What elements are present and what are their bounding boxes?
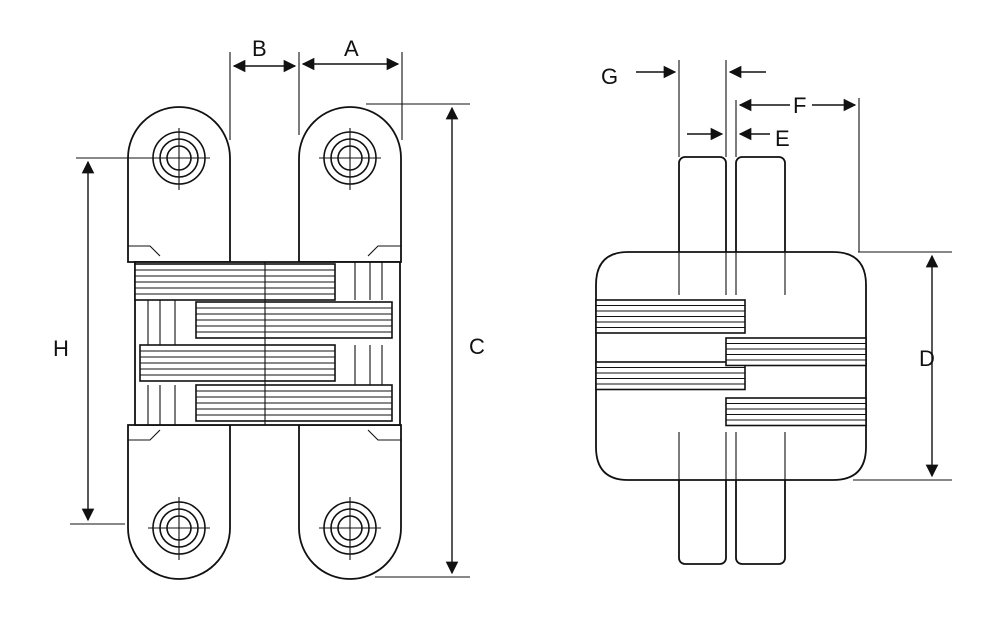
label-c: C: [469, 334, 485, 359]
label-a: A: [344, 36, 359, 61]
dimension-d: D: [853, 251, 952, 481]
dimension-a: A: [298, 36, 403, 140]
side-link-plate: [595, 299, 746, 334]
screw-hole-top-right: [319, 128, 381, 190]
link-plate: [195, 384, 393, 422]
dimension-h: H: [53, 157, 155, 525]
label-e: E: [775, 126, 790, 151]
side-link-bands: [595, 299, 867, 427]
hinge-link-body: [134, 261, 401, 426]
screw-hole-bottom-left: [148, 497, 210, 560]
label-h: H: [53, 336, 69, 361]
link-plate: [139, 344, 336, 382]
screw-hole-top-left: [148, 128, 210, 190]
dimension-c: C: [366, 103, 485, 578]
side-link-plate: [725, 337, 867, 367]
link-plate: [134, 263, 336, 301]
dimension-e: E: [687, 100, 790, 157]
label-g: G: [601, 64, 618, 89]
link-plate: [195, 301, 393, 339]
dimension-f: F: [738, 93, 860, 252]
label-f: F: [793, 93, 806, 118]
screw-hole-bottom-right: [319, 497, 381, 560]
side-link-plate: [725, 397, 867, 427]
front-view: A B C H: [53, 36, 485, 580]
side-link-plate: [595, 361, 746, 391]
label-b: B: [252, 36, 267, 61]
side-view: G E F D: [595, 60, 952, 565]
label-d: D: [919, 346, 935, 371]
dimension-g: G: [601, 60, 766, 157]
dimension-b: B: [229, 36, 297, 140]
